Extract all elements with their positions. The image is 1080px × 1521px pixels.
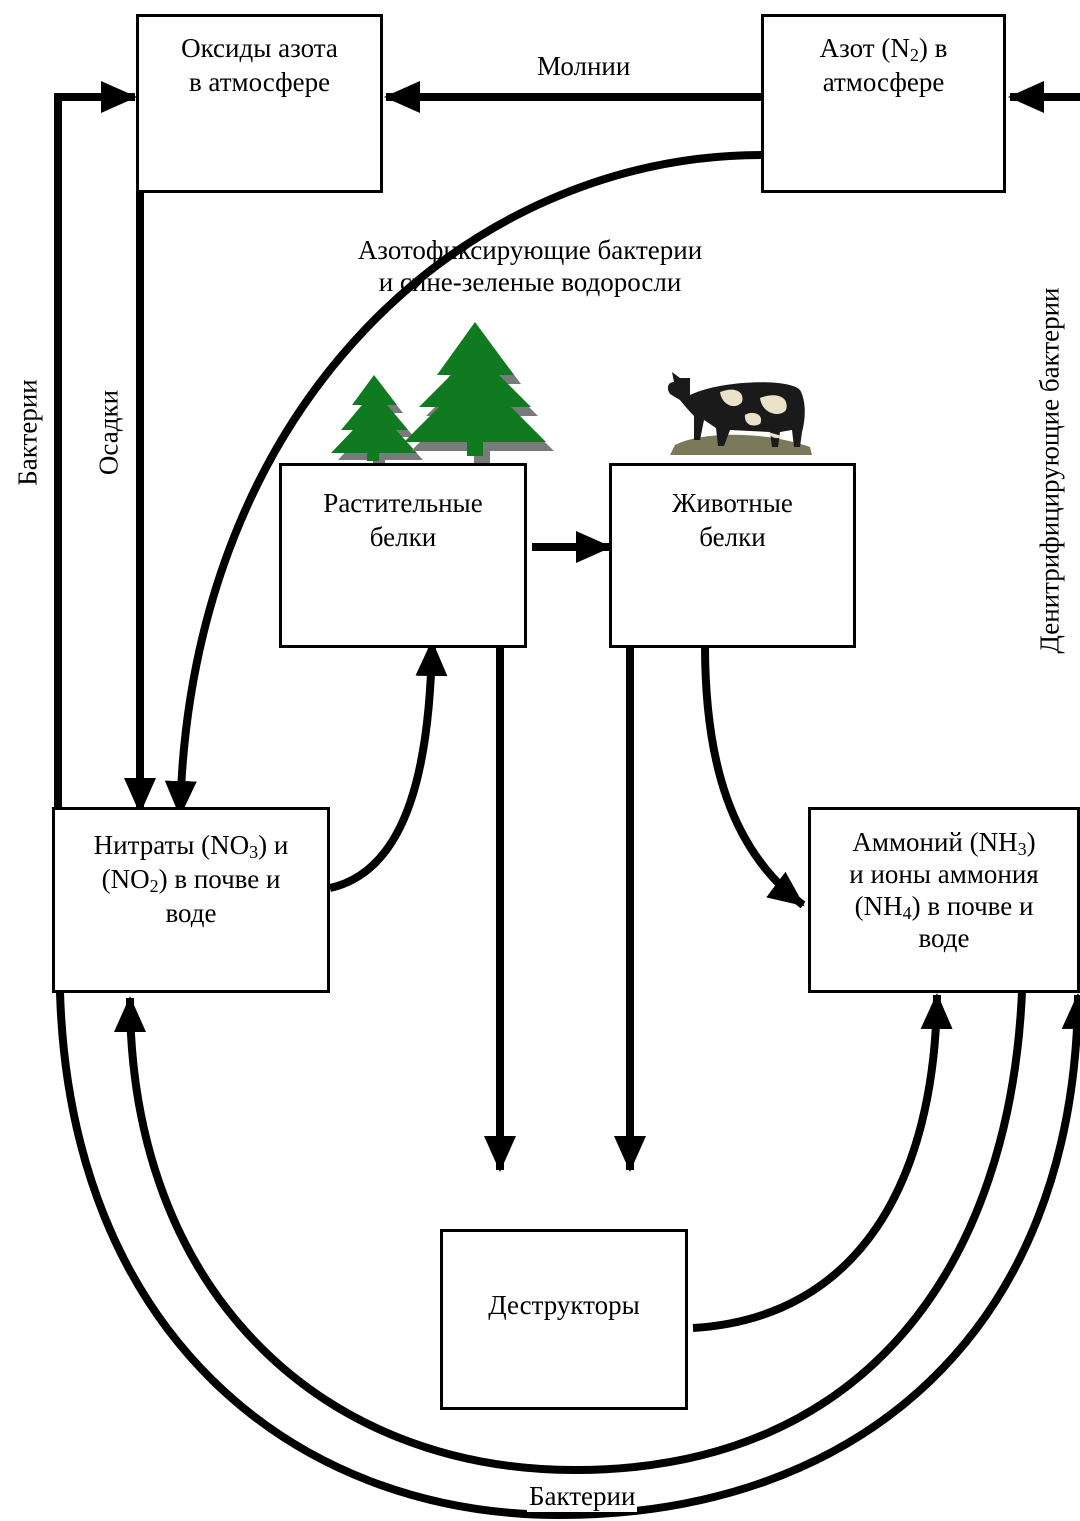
plant-line2: белки: [369, 522, 437, 552]
nitrates-l2-sub: 2: [149, 876, 159, 896]
ammonium-l3-pre: (NH: [854, 891, 903, 921]
ammonium-l3-post: ) в почве и: [911, 891, 1034, 921]
label-bacteria-bottom: Бактерии: [527, 1480, 638, 1512]
n2-line1-pre: Азот (N: [819, 33, 910, 63]
arrow-bacteria-outer: [56, 991, 1080, 1520]
box-destructors: Деструкторы: [440, 1229, 688, 1410]
label-nitrogen-fixing: Азотофиксирующие бактерии и сине-зеленые…: [320, 234, 740, 298]
box-animal-proteins: Животные белки: [609, 463, 856, 648]
n2-line1-post: ) в: [918, 33, 948, 63]
arrow-ammonium-to-nitrates: [114, 991, 1026, 1475]
ammonium-l3-sub: 4: [902, 903, 912, 923]
tree-large-icon: [404, 322, 554, 463]
oxides-line1: Оксиды азота: [181, 33, 338, 63]
nitrates-l1-sub: 3: [249, 842, 259, 862]
plant-line1: Растительные: [323, 488, 483, 518]
animal-line1: Животные: [672, 488, 793, 518]
nitrates-line3: воде: [165, 898, 217, 928]
box-atmospheric-nitrogen: Азот (N2) в атмосфере: [761, 14, 1006, 193]
label-bacteria-left: Бактерии: [12, 379, 43, 486]
arrow-destructors-to-ammonium: [692, 993, 953, 1332]
label-precipitation: Осадки: [93, 389, 124, 476]
arrow-nitrogen-fixing: [164, 151, 763, 817]
ammonium-l1-sub: 3: [1017, 839, 1027, 859]
arrow-animal-to-ammonium: [701, 644, 806, 909]
animal-line2: белки: [699, 522, 766, 552]
destructors-label: Деструкторы: [488, 1290, 640, 1320]
label-denitrifying-bacteria: Денитрифицирующие бактерии: [1034, 287, 1065, 654]
arrow-bacteria-left: [54, 81, 137, 808]
ammonium-l1-post: ): [1026, 827, 1036, 857]
ammonium-line4: воде: [918, 923, 970, 953]
nitrates-l1-post: ) и: [258, 830, 289, 860]
box-nitrogen-oxides: Оксиды азота в атмосфере: [136, 14, 383, 193]
fixing-line1: Азотофиксирующие бактерии: [357, 235, 703, 265]
box-nitrates: Нитраты (NO3) и (NO2) в почве и воде: [52, 807, 330, 993]
ammonium-line2: и ионы аммония: [849, 859, 1039, 889]
label-lightning: Молнии: [537, 51, 631, 81]
fixing-line2: и сине-зеленые водоросли: [378, 267, 682, 297]
ammonium-l1-pre: Аммоний (NH: [852, 827, 1018, 857]
n2-subscript: 2: [909, 45, 919, 65]
box-ammonium: Аммоний (NH3) и ионы аммония (NH4) в поч…: [808, 807, 1080, 993]
nitrates-l1-pre: Нитраты (NO: [93, 830, 250, 860]
arrow-nitrates-to-plant: [329, 640, 448, 892]
n2-line2: атмосфере: [822, 67, 945, 97]
nitrates-l2-post: ) в почве и: [158, 864, 281, 894]
box-plant-proteins: Растительные белки: [279, 463, 527, 648]
cow-icon: [667, 372, 812, 455]
oxides-line2: в атмосфере: [188, 67, 331, 97]
tree-small-icon: [331, 375, 423, 468]
nitrates-l2-pre: (NO: [101, 864, 150, 894]
